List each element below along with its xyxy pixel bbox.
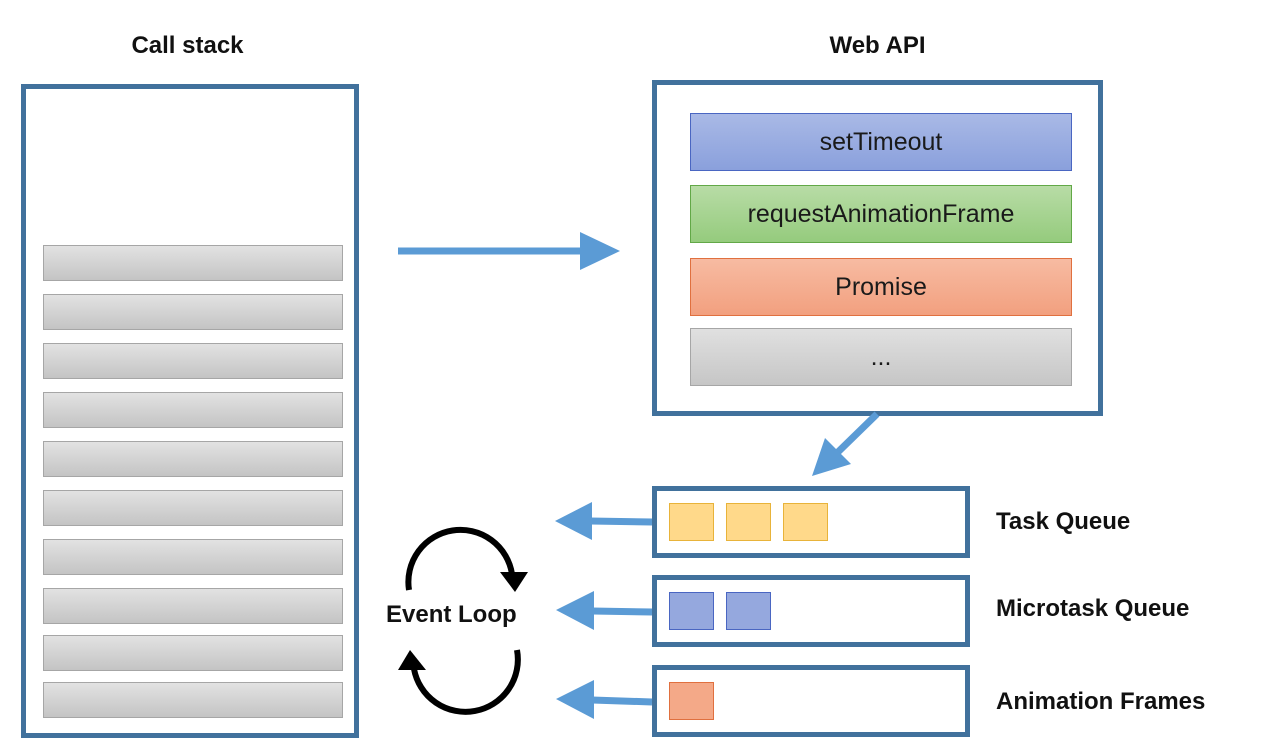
call-stack-slot [43, 294, 343, 330]
api-item-promise: Promise [690, 258, 1072, 316]
webapi-to-queue-arrow [812, 411, 880, 476]
microtask-queue-item [669, 592, 714, 630]
task-queue-item [783, 503, 828, 541]
event-loop-bottom-arrow-icon [398, 649, 521, 715]
call-stack-slot [43, 682, 343, 718]
call-stack-slot [43, 635, 343, 671]
task-queue-item [669, 503, 714, 541]
animation-frames-frame [652, 665, 970, 737]
task-queue-frame [652, 486, 970, 558]
animation-frames-item [669, 682, 714, 720]
call-stack-slot [43, 490, 343, 526]
call-stack-slot [43, 245, 343, 281]
call-stack-slot [43, 588, 343, 624]
microtask-queue-item [726, 592, 771, 630]
task-queue-out-arrow [555, 502, 653, 540]
animation-frames-out-arrow [556, 680, 653, 719]
call-to-webapi-arrow [398, 232, 620, 270]
event-loop-label: Event Loop [386, 601, 517, 628]
api-item-settimeout: setTimeout [690, 113, 1072, 171]
web-api-frame: setTimeout requestAnimationFrame Promise… [652, 80, 1103, 416]
animation-frames-label: Animation Frames [996, 688, 1206, 715]
call-stack-title: Call stack [131, 32, 244, 59]
call-stack-slot [43, 392, 343, 428]
event-loop-top-arrow-icon [405, 526, 528, 592]
api-item-requestanimationframe: requestAnimationFrame [690, 185, 1072, 243]
call-stack-slot [43, 343, 343, 379]
call-stack-slot [43, 539, 343, 575]
microtask-queue-label: Microtask Queue [996, 595, 1190, 622]
task-queue-item [726, 503, 771, 541]
call-stack-frame [21, 84, 359, 738]
web-api-title: Web API [829, 32, 926, 59]
microtask-queue-frame [652, 575, 970, 647]
api-item-more: ... [690, 328, 1072, 386]
task-queue-label: Task Queue [996, 508, 1131, 535]
microtask-queue-out-arrow [556, 591, 653, 630]
call-stack-slot [43, 441, 343, 477]
